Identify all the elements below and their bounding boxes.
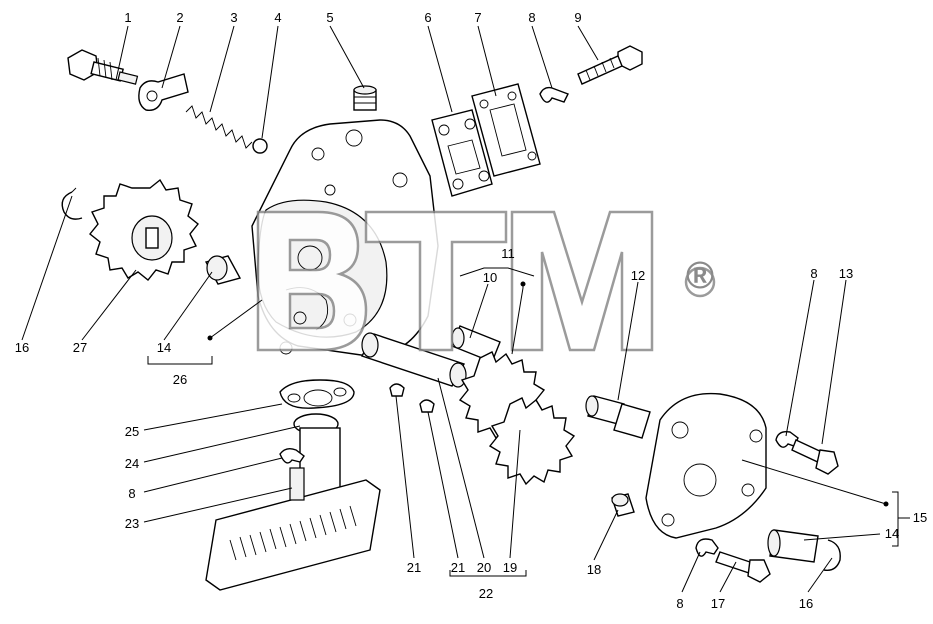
callout-11: 11	[501, 246, 515, 261]
callout-21-a: 21	[407, 560, 421, 575]
callout-14-left: 14	[157, 340, 171, 355]
part-18-bushing	[611, 493, 635, 517]
callout-8-right: 8	[810, 266, 817, 281]
callout-9: 9	[574, 10, 581, 25]
callout-24: 24	[125, 456, 139, 471]
callout-19: 19	[503, 560, 517, 575]
part-19-gear-lower	[488, 397, 576, 486]
part-21-key-b	[419, 399, 435, 413]
callout-21-b: 21	[451, 560, 465, 575]
callout-15: 15	[913, 510, 927, 525]
part-6-gasket	[431, 109, 493, 197]
callout-12: 12	[631, 268, 645, 283]
callout-27: 27	[73, 340, 87, 355]
part-25-gasket	[279, 379, 355, 409]
part-4-ball	[252, 138, 268, 154]
part-7-cover-plate	[471, 83, 541, 177]
part-12-stepped-shaft	[585, 395, 651, 439]
callout-14-right: 14	[885, 526, 899, 541]
callout-2: 2	[176, 10, 183, 25]
part-3-spring	[185, 105, 253, 149]
callout-16-right: 16	[799, 596, 813, 611]
registered-mark: ®	[686, 255, 714, 297]
part-8-lock-washer-left	[279, 447, 305, 464]
callout-22: 22	[479, 586, 493, 601]
part-20-shaft	[360, 332, 467, 388]
callout-numbers: 1 2 3 4 5 6 7 8 9 10 11 12 8 13 16 27 14…	[15, 10, 927, 611]
callout-16-left: 16	[15, 340, 29, 355]
callout-5: 5	[326, 10, 333, 25]
part-16-circlip-right	[823, 539, 841, 571]
part-21-key-a	[389, 383, 405, 397]
callout-23: 23	[125, 516, 139, 531]
callout-8-top: 8	[528, 10, 535, 25]
callout-4: 4	[274, 10, 281, 25]
callout-3: 3	[230, 10, 237, 25]
part-14-bushing-right	[767, 529, 819, 563]
leader-lines	[21, 25, 910, 593]
callout-20: 20	[477, 560, 491, 575]
callout-26: 26	[173, 372, 187, 387]
part-5-plug	[353, 85, 377, 111]
callout-17: 17	[711, 596, 725, 611]
part-16-circlip-left	[61, 187, 83, 220]
part-14-bushing-left	[204, 255, 242, 285]
callout-25: 25	[125, 424, 139, 439]
part-15-rear-cover	[645, 392, 767, 539]
callout-13: 13	[839, 266, 853, 281]
callout-8-bottom: 8	[676, 596, 683, 611]
part-17-bolt	[715, 551, 771, 583]
part-23-strainer	[205, 467, 381, 591]
callout-10: 10	[483, 270, 497, 285]
part-13-bolt	[791, 439, 839, 475]
part-10-shaft	[451, 325, 501, 363]
callout-7: 7	[474, 10, 481, 25]
leader-dot-11	[520, 281, 526, 287]
callout-18: 18	[587, 562, 601, 577]
part-2-lock-washer	[138, 73, 189, 111]
part-9-bolt	[577, 45, 643, 85]
part-1-plug	[67, 49, 139, 85]
callout-8-left: 8	[128, 486, 135, 501]
callout-1: 1	[124, 10, 131, 25]
part-24-pipe	[293, 413, 341, 499]
part-8-lock-washer-top	[539, 86, 569, 103]
callout-6: 6	[424, 10, 431, 25]
watermark: ®	[256, 210, 716, 352]
part-27-drive-gear	[89, 178, 199, 281]
